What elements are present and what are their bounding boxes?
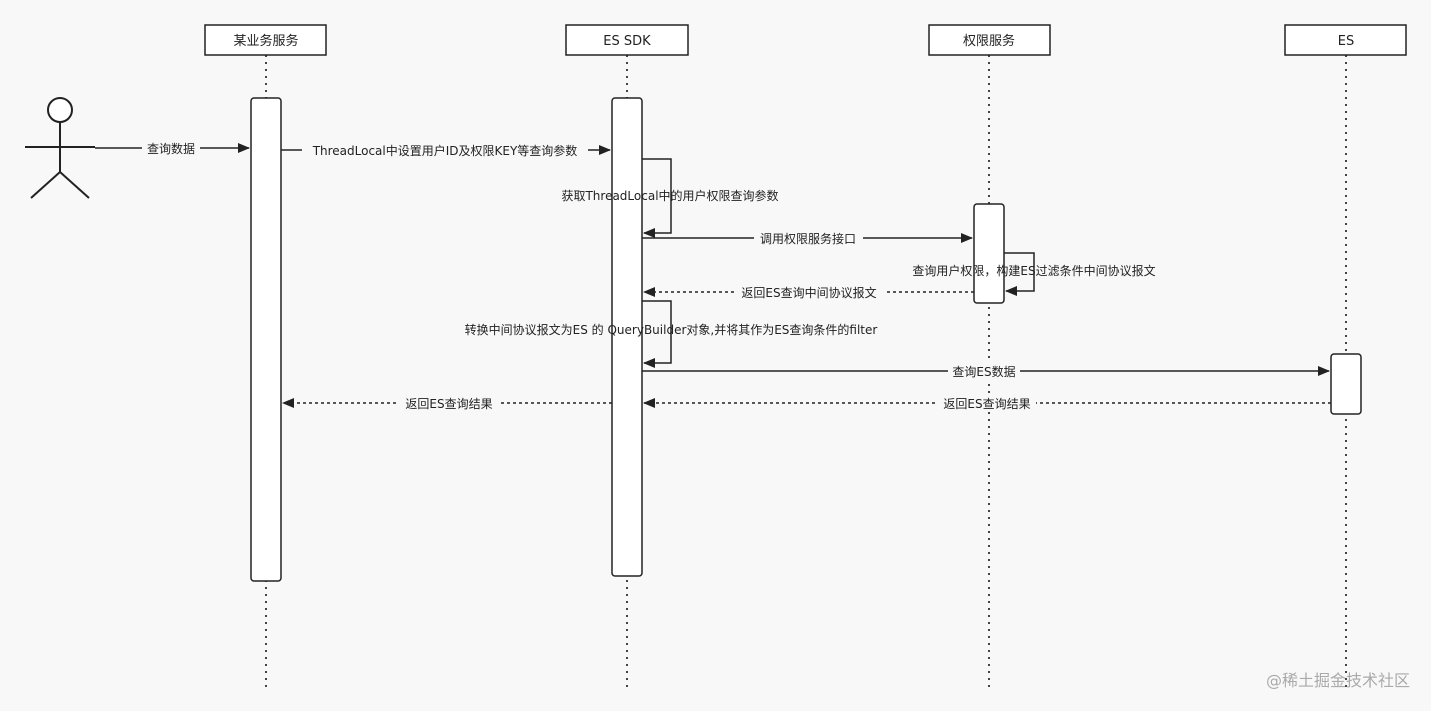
participant-auth[interactable]: 权限服务 (928, 24, 1051, 56)
label-backgrounds (142, 140, 1036, 412)
message-label-m6: 返回ES查询中间协议报文 (741, 285, 876, 300)
message-label-m9: 返回ES查询结果 (943, 397, 1030, 411)
participant-label: 权限服务 (963, 33, 1015, 49)
actor-icon (25, 97, 95, 199)
activation-svc (250, 97, 282, 582)
message-label-m4: 调用权限服务接口 (760, 231, 856, 246)
participant-es[interactable]: ES (1284, 24, 1407, 56)
message-arrow-m3 (642, 158, 672, 238)
participant-label: 某业务服务 (233, 33, 298, 49)
participant-svc[interactable]: 某业务服务 (204, 24, 327, 56)
activation-es (1330, 353, 1362, 415)
watermark: @稀土掘金技术社区 (1266, 671, 1410, 690)
message-label-m3: 获取ThreadLocal中的用户权限查询参数 (561, 188, 778, 203)
activation-sdk (611, 97, 643, 577)
participant-label: ES SDK (603, 34, 651, 49)
activation-auth (973, 203, 1005, 304)
message-label-m8: 查询ES数据 (952, 364, 1015, 379)
message-arrow-m5 (1004, 252, 1035, 296)
message-label-m5: 查询用户权限，构建ES过滤条件中间协议报文 (912, 263, 1155, 278)
activations (250, 97, 1362, 582)
message-arrow-m7 (642, 300, 672, 368)
message-label-m10: 返回ES查询结果 (405, 397, 492, 411)
message-label-m2: ThreadLocal中设置用户ID及权限KEY等查询参数 (312, 143, 578, 158)
participant-label: ES (1338, 34, 1354, 49)
message-label-m7: 转换中间协议报文为ES 的 QueryBuilder对象,并将其作为ES查询条件… (465, 322, 878, 337)
message-label-m1: 查询数据 (147, 141, 195, 156)
participant-sdk[interactable]: ES SDK (565, 24, 689, 56)
